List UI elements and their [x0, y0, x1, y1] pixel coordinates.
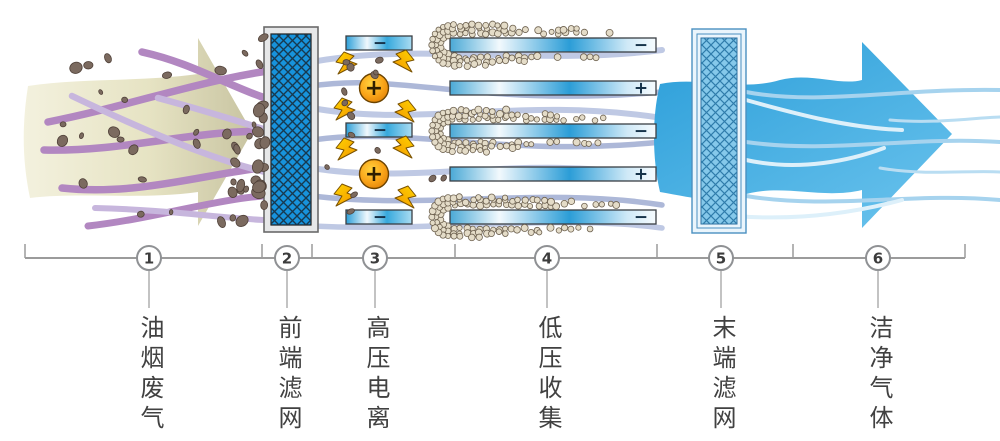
discharge-electrode: − — [345, 208, 413, 228]
stage-label-hv-ionization: 高压电离 — [362, 315, 389, 435]
plate-sign: − — [634, 208, 648, 228]
stage-label-end-filter: 末端滤网 — [708, 315, 735, 435]
ionizer-sign: + — [365, 162, 383, 187]
stage-badge-4: 4 — [534, 245, 560, 271]
plate-sign: + — [634, 79, 648, 99]
stage-badge-6: 6 — [865, 245, 891, 271]
front-filter — [251, 26, 319, 233]
stage-label-dirty-gas: 油烟废气 — [136, 315, 163, 435]
stage-label-lv-collection: 低压收集 — [534, 315, 561, 435]
electrode-sign: − — [373, 121, 387, 141]
stage-badge-1: 1 — [136, 245, 162, 271]
ionization-zone: − − − + + — [324, 34, 447, 228]
collection-plate-positive: + — [449, 79, 657, 99]
stage-number-badges: 1 2 3 4 5 6 — [136, 245, 891, 271]
ionizer-sign: + — [365, 76, 383, 101]
stage-number: 2 — [282, 250, 292, 268]
collection-plate-negative: − — [449, 36, 657, 56]
collection-plates: − + − + − — [428, 20, 657, 242]
collected-dust-particles — [428, 20, 621, 242]
collection-plate-negative: − — [449, 122, 657, 142]
smoke-particles — [56, 49, 262, 228]
timeline-connectors — [148, 271, 879, 308]
electrode-sign: − — [373, 208, 387, 228]
collection-plate-positive: + — [449, 165, 657, 185]
stage-number: 1 — [144, 250, 154, 268]
ionizer-positive-orb: + — [358, 158, 390, 190]
stage-number: 4 — [542, 250, 552, 268]
stage-number: 3 — [370, 250, 380, 268]
plate-sign: − — [634, 36, 648, 56]
plate-sign: − — [634, 122, 648, 142]
stage-number: 6 — [873, 250, 883, 268]
stage-label-clean-gas: 洁净气体 — [865, 315, 892, 435]
ionizer-positive-orb: + — [358, 72, 390, 104]
stage-label-front-filter: 前端滤网 — [274, 315, 301, 435]
stage-badge-2: 2 — [274, 245, 300, 271]
electrode-sign: − — [373, 34, 387, 54]
collection-plate-negative: − — [449, 208, 657, 228]
stage-timeline: 1 2 3 4 5 6 — [24, 244, 966, 308]
stage-number: 5 — [716, 250, 726, 268]
end-filter — [691, 28, 747, 234]
plate-sign: + — [634, 165, 648, 185]
stage-badge-5: 5 — [708, 245, 734, 271]
discharge-electrode: − — [345, 121, 413, 141]
timeline-ticks — [24, 244, 966, 258]
discharge-electrode: − — [345, 34, 413, 54]
trapped-particles — [251, 33, 271, 211]
stage-badge-3: 3 — [362, 245, 388, 271]
charged-particles — [324, 56, 447, 215]
